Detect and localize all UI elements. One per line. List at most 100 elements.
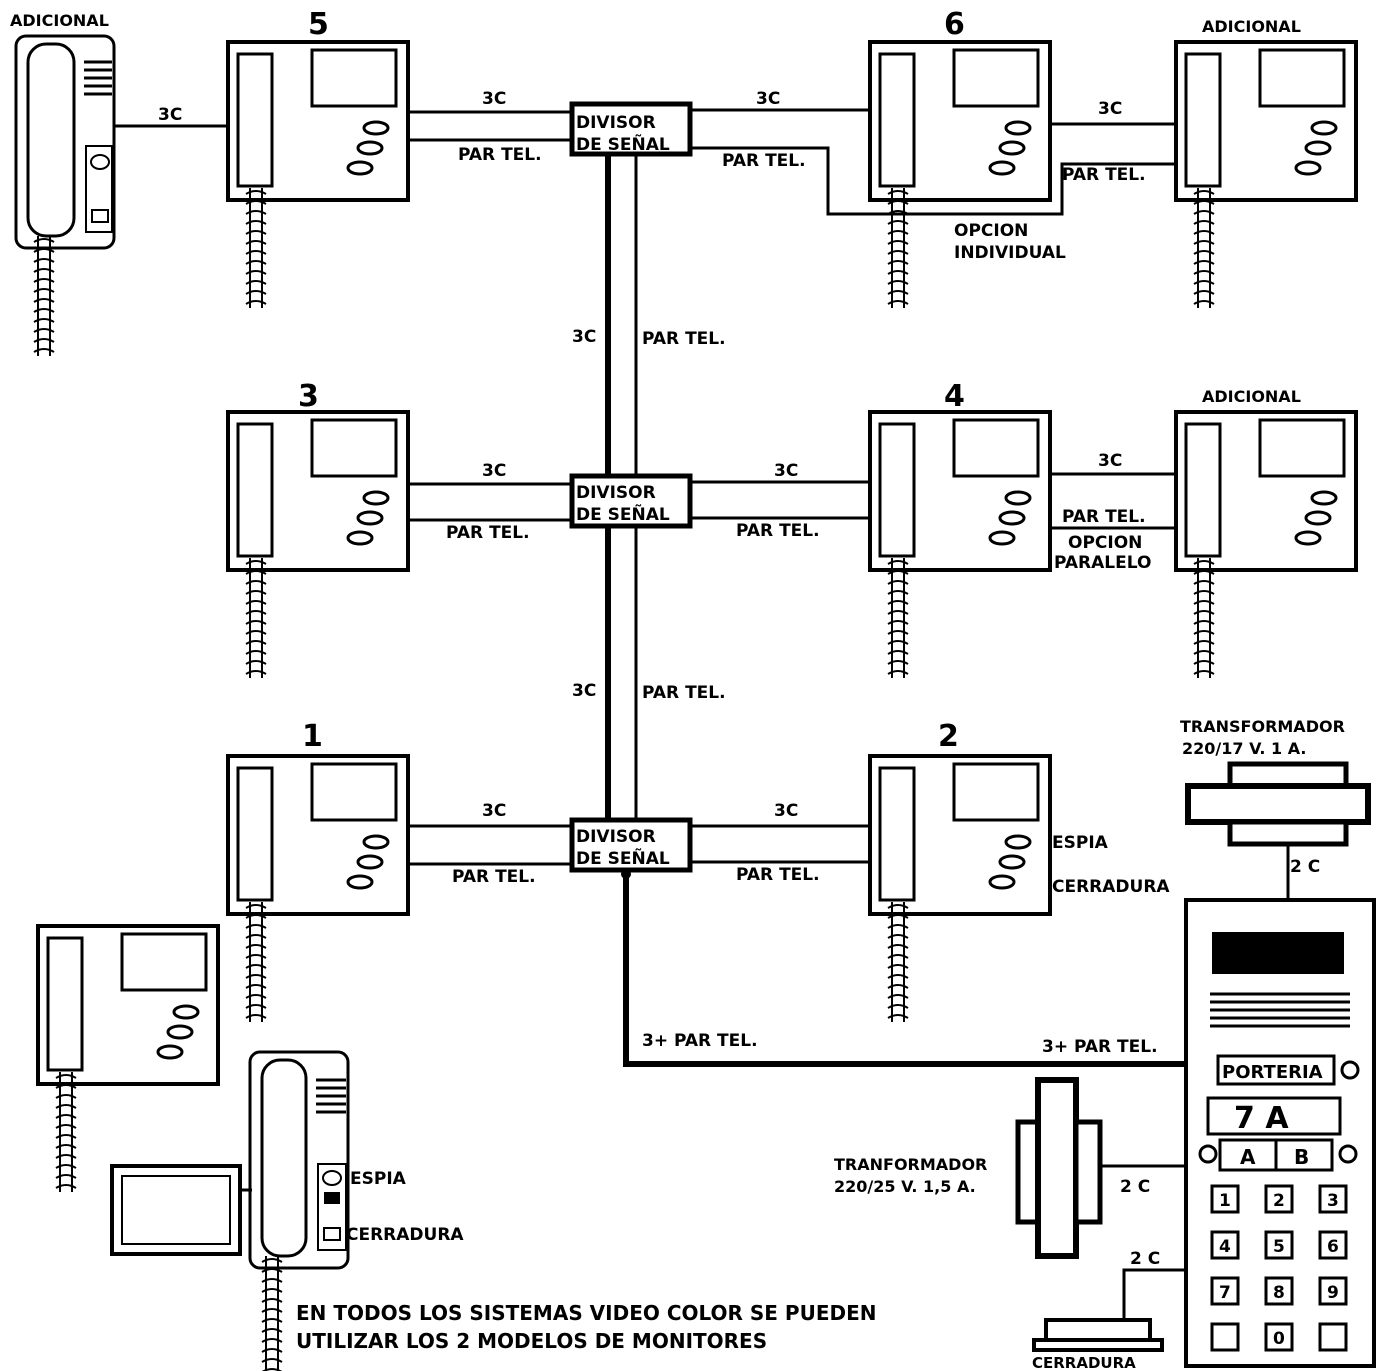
transformer-label: 220/17 V. 1 A.: [1182, 739, 1307, 758]
monitor-additional-middle: ADICIONAL: [1176, 387, 1356, 678]
divisor-label: DIVISOR: [576, 113, 656, 133]
wire-main-feed-label: 3+ PAR TEL.: [1042, 1037, 1158, 1057]
monitor-model-example: [38, 926, 218, 1192]
wire-labels: 3C 3C PAR TEL. 3C PAR TEL. 3C PAR TEL. O…: [158, 89, 1320, 1269]
divisor-label: DE SEÑAL: [576, 132, 670, 155]
keypad-key-label: 7: [1219, 1283, 1231, 1303]
espia-label: ESPIA: [1052, 833, 1109, 853]
divisor-label: DE SEÑAL: [576, 502, 670, 525]
keypad-key-label: 3: [1327, 1191, 1339, 1211]
wire-3c-label: 3C: [1098, 99, 1122, 119]
wire-3c-label: 3C: [1098, 451, 1122, 471]
monitor-number: 6: [944, 7, 965, 42]
keypad-key: 1: [1210, 1184, 1240, 1214]
handset-intercom-additional: ADICIONAL: [10, 11, 116, 357]
monitor-additional-top: ADICIONAL: [1176, 17, 1356, 308]
wire-3c-label: 3C: [774, 801, 798, 821]
keypad-key-label: 8: [1273, 1283, 1285, 1303]
junction-dot: [621, 869, 631, 879]
monitor-number: 1: [302, 719, 323, 754]
signal-divider-bottom: DIVISOR DE SEÑAL: [572, 820, 690, 870]
keypad-key: 6: [1318, 1230, 1348, 1260]
keypad-key-label: 6: [1327, 1237, 1339, 1257]
door-lock: CERRADURA: [1032, 1318, 1164, 1371]
key-a-label: A: [1240, 1145, 1256, 1169]
panel-display-text: 7 A: [1234, 1101, 1289, 1136]
keypad-key: 4: [1210, 1230, 1240, 1260]
keypad-key-label: 0: [1273, 1329, 1285, 1349]
wire-3c-label: 3C: [482, 461, 506, 481]
transformer-220-17: TRANSFORMADOR 220/17 V. 1 A.: [1180, 717, 1371, 847]
transformer-label: 220/25 V. 1,5 A.: [834, 1177, 976, 1196]
porteria-button: [1216, 1054, 1336, 1086]
monitor-number: 4: [944, 379, 965, 414]
adicional-label: ADICIONAL: [1202, 17, 1301, 36]
divisor-label: DIVISOR: [576, 483, 656, 503]
wire-3c-label: 3C: [482, 801, 506, 821]
espia-label: ESPIA: [350, 1169, 407, 1189]
wire-partel-label: PAR TEL.: [642, 683, 726, 703]
speaker-grille: [1210, 992, 1350, 1028]
door-entry-panel: PORTERIA 7 A A B 1 2 3 4 5 6 7 8 9 0: [1184, 898, 1376, 1368]
transformer-label: TRANFORMADOR: [834, 1155, 987, 1174]
camera-window: [1212, 932, 1344, 974]
cerradura-label: CERRADURA: [1052, 877, 1170, 897]
wire-partel-label: PAR TEL.: [458, 145, 542, 165]
keypad-key-label: 1: [1219, 1191, 1231, 1211]
opcion-individual-label: INDIVIDUAL: [954, 243, 1066, 263]
signal-divider-middle: DIVISOR DE SEÑAL: [572, 476, 690, 526]
monitor-4: 4: [870, 379, 1050, 678]
opcion-paralelo-label: OPCION: [1068, 533, 1142, 553]
wire-3c-label: 3C: [572, 681, 596, 701]
wire-3c-label: 3C: [158, 105, 182, 125]
wiring: [112, 108, 1290, 1320]
wire-main-feed-label: 3+ PAR TEL.: [642, 1031, 758, 1051]
wire-partel-label: PAR TEL.: [446, 523, 530, 543]
monitor-1: 1: [228, 719, 408, 1022]
cerradura-label: CERRADURA: [346, 1225, 464, 1245]
cerradura-label: CERRADURA: [1032, 1354, 1136, 1371]
keypad-key-label: 5: [1273, 1237, 1285, 1257]
keypad-key-label: 4: [1219, 1237, 1231, 1257]
keypad: 1 2 3 4 5 6 7 8 9 0: [1210, 1184, 1348, 1352]
divisor-label: DE SEÑAL: [576, 846, 670, 869]
monitor-number: 2: [938, 719, 959, 754]
monitor-6: 6: [870, 7, 1050, 308]
keypad-key: 5: [1264, 1230, 1294, 1260]
keypad-key: 7: [1210, 1276, 1240, 1306]
keypad-key: 9: [1318, 1276, 1348, 1306]
footnote: EN TODOS LOS SISTEMAS VIDEO COLOR SE PUE…: [296, 1301, 877, 1353]
wire-partel-label: PAR TEL.: [1062, 507, 1146, 527]
wire-2c-label: 2 C: [1290, 857, 1320, 877]
wire-partel-label: PAR TEL.: [1062, 165, 1146, 185]
keypad-key: 0: [1264, 1322, 1294, 1352]
keypad-key: 3: [1318, 1184, 1348, 1214]
wire-3c-label: 3C: [572, 327, 596, 347]
opcion-paralelo-label: PARALELO: [1054, 553, 1151, 573]
external-screen: [110, 1164, 252, 1256]
wire-partel-label: PAR TEL.: [642, 329, 726, 349]
opcion-individual-label: OPCION: [954, 221, 1028, 241]
wire-3c-label: 3C: [756, 89, 780, 109]
wire-2c-label: 2 C: [1120, 1177, 1150, 1197]
monitor-number: 3: [298, 379, 319, 414]
monitor-2: 2: [870, 719, 1050, 1022]
keypad-key: [1318, 1322, 1348, 1352]
panel-display: [1206, 1096, 1342, 1136]
adicional-label: ADICIONAL: [1202, 387, 1301, 406]
wire-2c-label: 2 C: [1130, 1249, 1160, 1269]
monitor-5: 5: [228, 7, 408, 308]
keypad-key: 2: [1264, 1184, 1294, 1214]
key-b-label: B: [1294, 1145, 1309, 1169]
signal-divider-top: DIVISOR DE SEÑAL: [572, 104, 690, 155]
porteria-label: PORTERIA: [1222, 1062, 1323, 1083]
monitor-3: 3: [228, 379, 408, 678]
wire-3c-label: 3C: [774, 461, 798, 481]
footnote-line-2: UTILIZAR LOS 2 MODELOS DE MONITORES: [296, 1329, 767, 1353]
footnote-line-1: EN TODOS LOS SISTEMAS VIDEO COLOR SE PUE…: [296, 1301, 877, 1325]
transformer-220-25: TRANFORMADOR 220/25 V. 1,5 A.: [834, 1077, 1103, 1259]
divisor-label: DIVISOR: [576, 827, 656, 847]
monitor-number: 5: [308, 7, 329, 42]
keypad-key-label: 2: [1273, 1191, 1285, 1211]
handset-intercom-model: ESPIA CERRADURA: [248, 1050, 464, 1371]
